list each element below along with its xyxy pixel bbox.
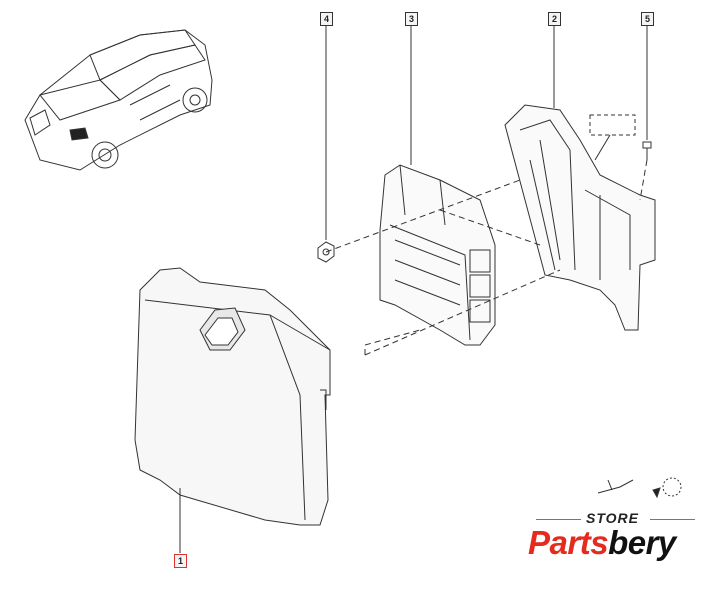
logo-rule-right (650, 519, 695, 520)
logo-rule-left (536, 519, 581, 520)
callout-5[interactable]: 5 (641, 12, 654, 26)
cover-part-1 (134, 267, 331, 526)
callout-2[interactable]: 2 (548, 12, 561, 26)
assembly-lines (325, 159, 648, 356)
callout-4[interactable]: 4 (320, 12, 333, 26)
car-illustration (24, 29, 213, 171)
callout-1[interactable]: 1 (174, 554, 187, 568)
logo-brand-part2: bery (608, 524, 676, 561)
assembly-symbols (597, 477, 682, 499)
bracket-part-2 (504, 104, 656, 331)
logo-brand-text: Partsbery (528, 524, 676, 562)
leader-lines (179, 26, 648, 553)
callout-3[interactable]: 3 (405, 12, 418, 26)
screw-part-5 (642, 141, 652, 160)
logo-store-text: STORE (586, 510, 639, 526)
partsbery-logo: STORE Partsbery (528, 510, 708, 570)
ecu-part-3 (379, 164, 496, 346)
logo-brand-part1: Parts (528, 524, 609, 561)
